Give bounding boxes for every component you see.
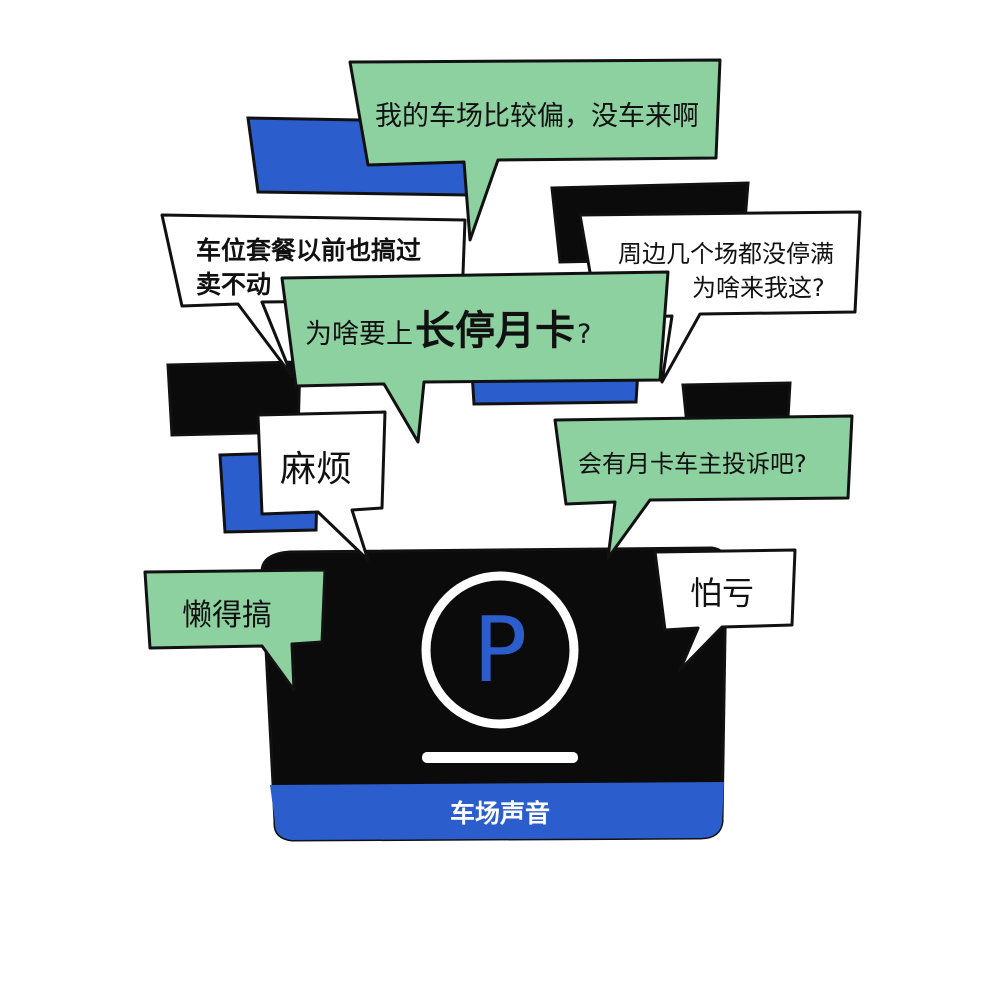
bubble-package-text-line2: 卖不动	[196, 270, 272, 299]
sign-caption-band	[270, 782, 724, 840]
question-suffix: ?	[577, 319, 592, 350]
bubble-remote-lot	[348, 58, 722, 242]
bubble-lazy	[143, 568, 327, 692]
bubble-nearby-text-line2: 为啥来我这?	[692, 274, 825, 302]
bubble-question-text: 为啥要上 长停月卡 ?	[305, 305, 591, 355]
question-emphasis: 长停月卡	[415, 308, 575, 354]
bubble-complaint-text: 会有月卡车主投诉吧?	[578, 450, 807, 478]
parking-circle	[421, 571, 579, 729]
sign-underline-bar	[422, 752, 578, 763]
bubble-trouble-text: 麻烦	[280, 449, 353, 490]
bubble-remote-lot-text: 我的车场比较偏，没车来啊	[375, 101, 699, 132]
bubble-question	[280, 270, 670, 444]
bubble-nearby-text-line1: 周边几个场都没停满	[618, 240, 834, 268]
bubble-loss	[653, 548, 797, 672]
question-prefix: 为啥要上	[305, 319, 413, 350]
parking-p-icon: P	[472, 598, 528, 703]
bubble-trouble	[256, 410, 387, 562]
bubble-lazy-text: 懒得搞	[182, 598, 272, 633]
sign-caption: 车场声音	[449, 799, 550, 828]
bubble-package-text-line1: 车位套餐以前也搞过	[196, 236, 422, 265]
bubble-loss-text: 怕亏	[690, 574, 755, 612]
bubble-complaint	[553, 414, 854, 560]
